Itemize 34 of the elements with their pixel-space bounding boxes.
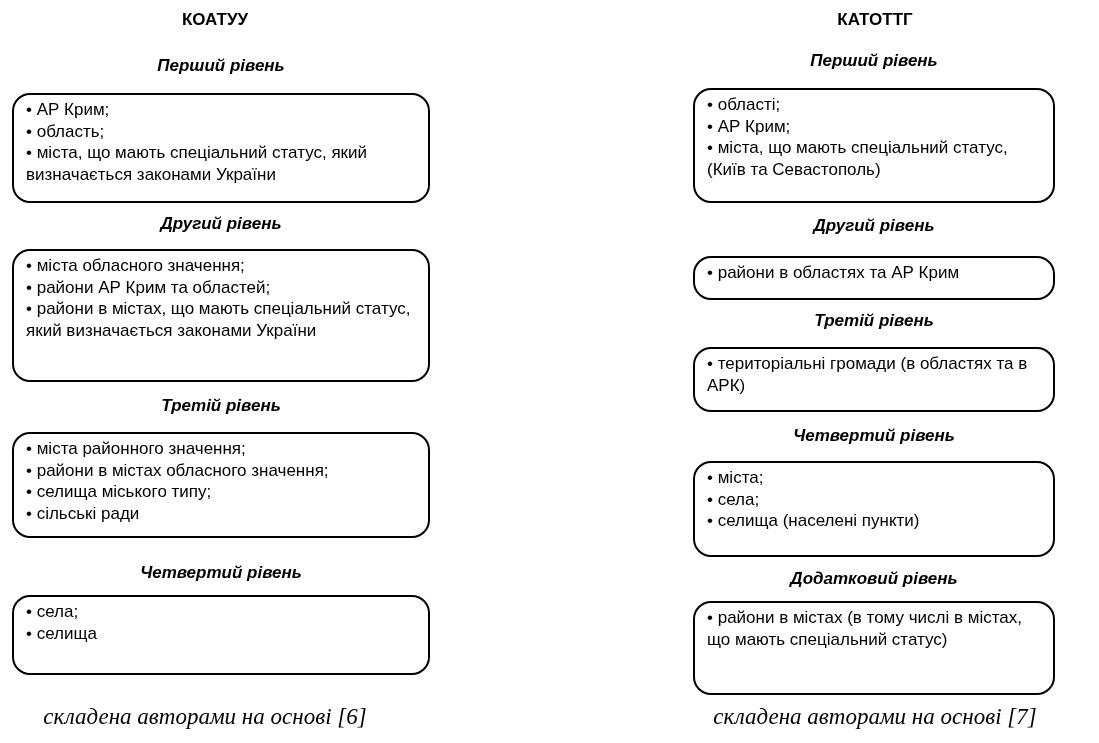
level-heading: Додатковий рівень <box>788 569 959 589</box>
column-title: КОАТУУ <box>181 10 249 30</box>
level-heading: Другий рівень <box>811 216 936 236</box>
list-item: • міста, що мають спеціальний статус, (Київ та Севастополь) <box>707 137 1009 180</box>
level-heading: Четвертий рівень <box>139 563 303 583</box>
list-item: • міста обласного значення; <box>26 255 246 277</box>
source-caption: складена авторами на основі [7] <box>713 704 1037 730</box>
list-item: • сільські ради <box>26 502 141 524</box>
source-caption: складена авторами на основі [6] <box>43 704 367 730</box>
list-item: • селища міського типу; <box>26 481 213 503</box>
list-item: • область; <box>26 120 106 142</box>
list-item: • АР Крим; <box>707 115 792 137</box>
level-heading: Четвертий рівень <box>792 426 956 446</box>
level-heading: Перший рівень <box>156 56 286 76</box>
level-heading: Третій рівень <box>160 396 282 416</box>
list-item: • райони в містах, що мають спеціальний статус, який визначається законами України <box>26 298 412 341</box>
list-item: • райони в містах (в тому числі в містах, що мають спеціальний статус) <box>707 607 1023 650</box>
list-item: • селища (населені пункти) <box>707 510 921 532</box>
list-item: • АР Крим; <box>26 99 111 121</box>
list-item: • райони в містах обласного значення; <box>26 459 330 481</box>
level-heading: Перший рівень <box>809 51 939 71</box>
list-item: • міста; <box>707 467 765 489</box>
list-item: • міста, що мають спеціальний статус, який визначається законами України <box>26 142 369 185</box>
level-heading: Третій рівень <box>813 311 935 331</box>
list-item: • області; <box>707 94 782 116</box>
list-item: • селища <box>26 622 98 644</box>
level-heading: Другий рівень <box>158 214 283 234</box>
list-item: • села; <box>26 601 80 623</box>
list-item: • територіальні громади (в областях та в АРК) <box>707 353 1029 396</box>
column-title: КАТОТТГ <box>837 10 913 30</box>
list-item: • міста районного значення; <box>26 438 247 460</box>
list-item: • райони АР Крим та областей; <box>26 276 272 298</box>
list-item: • села; <box>707 488 761 510</box>
list-item: • райони в областях та АР Крим <box>707 262 961 284</box>
